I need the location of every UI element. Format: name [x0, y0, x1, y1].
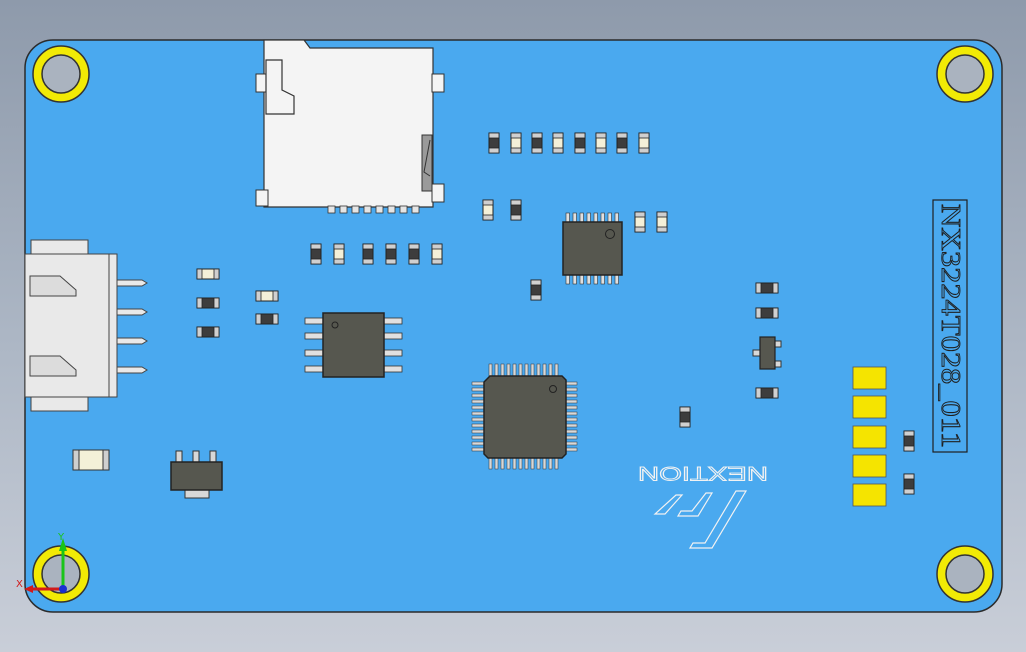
- pcb-board: [24, 39, 1003, 613]
- axis-x-label: X: [16, 579, 23, 590]
- svg-text:NEXTION: NEXTION: [638, 462, 768, 483]
- mounting-hole-top-right: [936, 45, 994, 103]
- pin-header-connector: [24, 239, 148, 412]
- crystal-component: [72, 449, 110, 471]
- mounting-hole-top-left: [32, 45, 90, 103]
- soic8-chip: [304, 312, 403, 378]
- mounting-hole-bottom-left: [32, 545, 90, 603]
- resistor-right-2: [903, 473, 915, 495]
- nextion-logo: NEXTION: [638, 462, 768, 549]
- coordinate-triad-icon[interactable]: X Y: [16, 532, 67, 593]
- resistor-single-center: [530, 279, 542, 301]
- gold-pad-array: [852, 366, 887, 507]
- model-label: NX3224T028_011: [932, 199, 968, 453]
- mounting-hole-bottom-right: [936, 545, 994, 603]
- svg-text:NX3224T028_011: NX3224T028_011: [936, 204, 966, 448]
- voltage-regulator: [170, 450, 223, 499]
- resistor-single-lower: [679, 406, 691, 428]
- mcu-qfp-chip: [471, 363, 578, 470]
- sot23-transistor: [752, 336, 782, 370]
- axis-y-label: Y: [57, 532, 65, 543]
- tssop-chip: [562, 212, 623, 285]
- resistor-right-1: [903, 430, 915, 452]
- sd-card-socket: [255, 39, 445, 214]
